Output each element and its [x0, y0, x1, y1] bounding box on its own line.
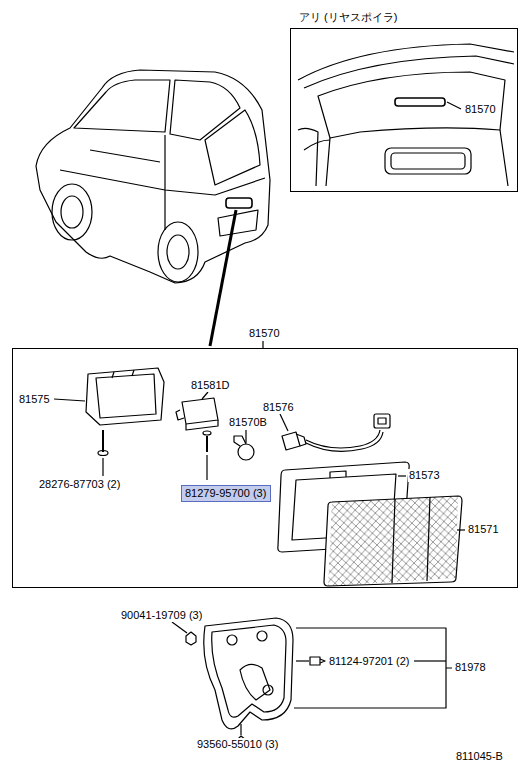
part-number: 81978	[454, 661, 487, 674]
part-number: 81570	[465, 103, 496, 116]
part-number: 81571	[467, 523, 500, 536]
rear-spoiler-illustration	[298, 44, 514, 186]
part-number: 81124-97201 (2)	[328, 655, 411, 668]
part-number: 81573	[408, 469, 441, 482]
car-illustration	[36, 70, 270, 346]
part-number: 81279-95700 (3)	[185, 487, 266, 500]
lamp-lens	[324, 496, 465, 586]
lamp-bracket	[176, 392, 218, 480]
part-number: 90041-19709 (3)	[120, 609, 203, 622]
mounting-plate	[172, 618, 452, 748]
lamp-housing	[54, 368, 164, 476]
diagram-code: 811045-B	[455, 750, 504, 763]
part-number: 81581D	[190, 379, 231, 392]
part-number: 81575	[18, 393, 51, 406]
part-number: 81570B	[228, 416, 268, 429]
part-number: 81576	[262, 401, 295, 414]
leader-line	[262, 341, 263, 348]
highlighted-part-number: 81279-95700 (3)	[181, 485, 271, 502]
part-number: 93560-55010 (3)	[196, 738, 279, 751]
panel-box: アリ (リヤスポイラ)81570	[290, 28, 518, 192]
part-number: 81570	[249, 327, 280, 340]
panel-box: 8157081279-95700 (3)	[12, 348, 518, 588]
option-heading: アリ (リヤスポイラ)	[299, 11, 397, 24]
part-number: 28276-87703 (2)	[38, 478, 121, 491]
